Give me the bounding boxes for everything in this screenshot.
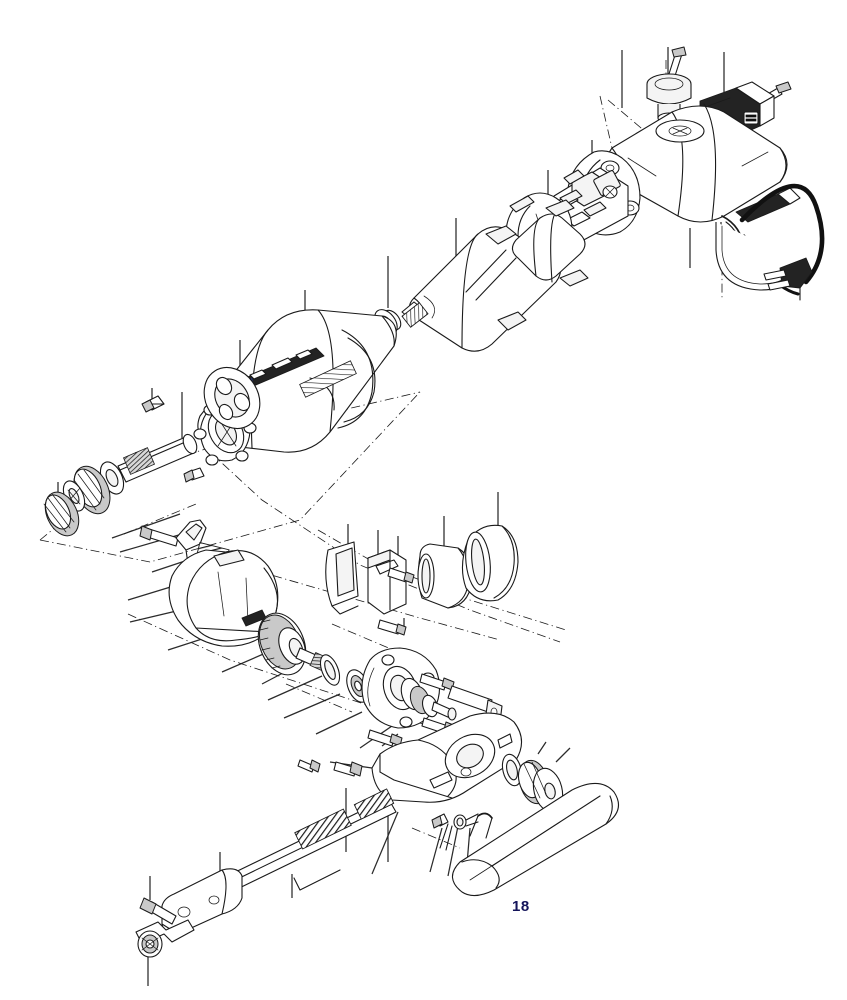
gearcase-assembly	[257, 612, 620, 897]
roller-pivot-screw	[139, 897, 177, 925]
arm-yoke-bracket	[161, 868, 243, 935]
vent-slots	[299, 360, 357, 398]
dust-port-ring	[461, 524, 519, 602]
small-screw-near-flange	[183, 467, 205, 483]
brush-cap-screw	[139, 525, 179, 547]
spindle-hub	[400, 677, 457, 721]
sanding-belt	[451, 782, 620, 897]
arm-and-roller-assembly	[135, 788, 397, 958]
dust-port-sleeve	[417, 543, 473, 609]
brush-holder-block	[367, 549, 415, 636]
guard-bracket-plate	[325, 541, 359, 615]
guard-screw-lower	[377, 619, 407, 636]
cotter-pin	[439, 823, 453, 851]
switch-and-cord-assembly	[505, 46, 825, 301]
guard-screw-upper	[387, 567, 415, 584]
misc-hardware	[183, 467, 493, 851]
tension-spring-small	[353, 788, 395, 820]
guard-small-screw	[297, 759, 321, 773]
main-housing-assembly	[43, 309, 397, 537]
gearcase-body	[371, 712, 523, 803]
hub-screw-lower	[367, 729, 403, 747]
tension-spring-large	[294, 808, 352, 850]
gear-spindle-shaft	[117, 433, 198, 483]
retaining-ring	[469, 812, 493, 839]
thrust-washer	[319, 654, 341, 686]
housing-screw	[141, 395, 165, 413]
idler-washer	[501, 753, 523, 787]
plug-head	[763, 257, 813, 301]
gearcase-small-fasteners	[431, 813, 479, 830]
power-cord-with-plug	[715, 183, 825, 301]
collet-nut	[43, 491, 80, 537]
bearing-plate	[361, 647, 441, 729]
bevel-gear	[257, 612, 307, 676]
gearcase-screw	[333, 761, 363, 777]
belt-guard-cover	[168, 549, 279, 647]
housing-front-face	[203, 367, 261, 429]
idler-roller	[137, 930, 163, 958]
rear-housing-shell	[605, 103, 788, 223]
callout-label-18: 18	[512, 898, 530, 915]
motor-coupling-sleeve	[511, 199, 589, 287]
brush-and-guard-assembly	[139, 519, 519, 647]
